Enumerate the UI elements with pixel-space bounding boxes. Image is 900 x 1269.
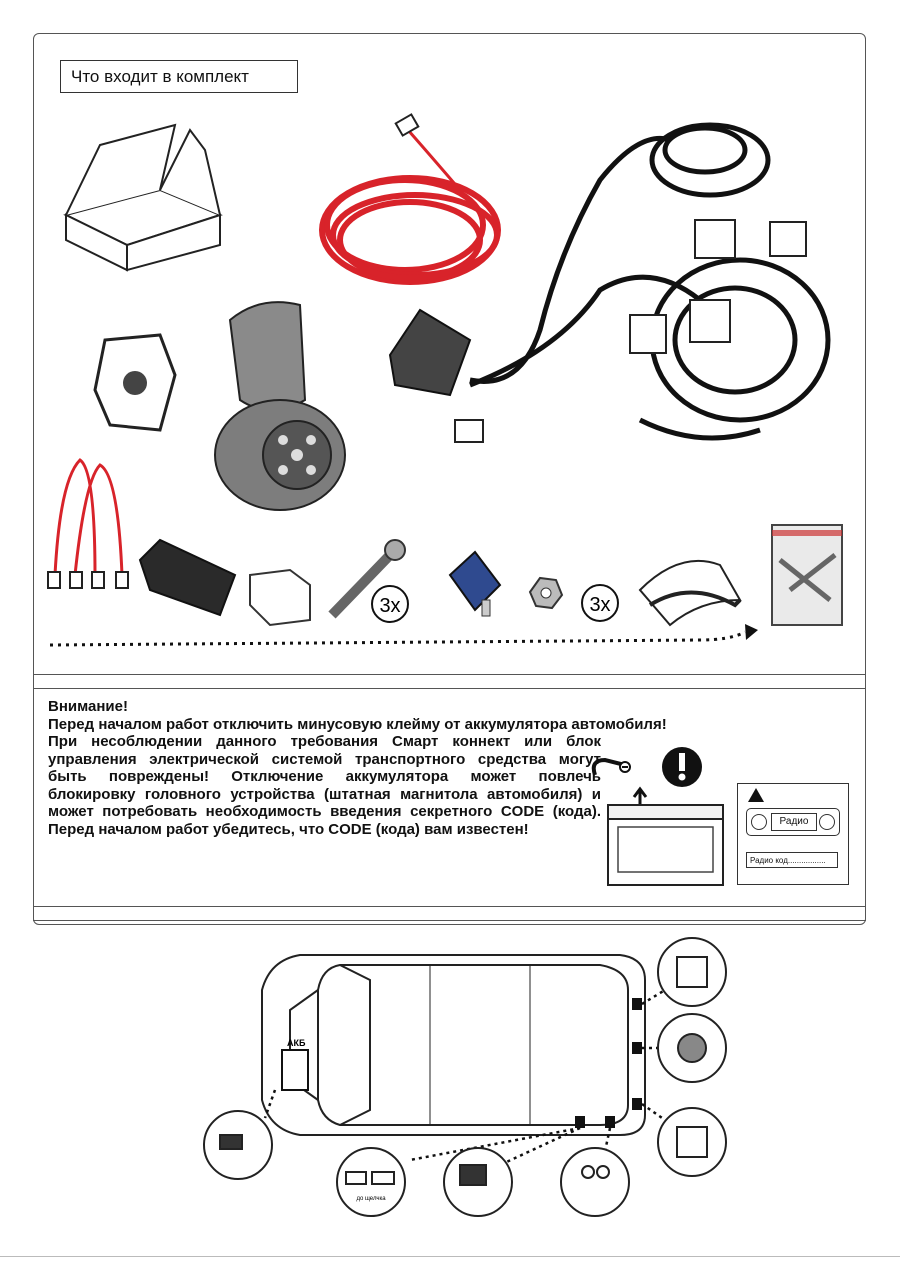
nut-count: 3x [589, 594, 610, 616]
warning-triangle-icon [748, 788, 764, 802]
page-frame [33, 33, 866, 925]
dotted-leaders [263, 988, 666, 1167]
warning-line1: Перед началом работ отключить минусовую … [48, 715, 667, 733]
divider [33, 674, 866, 675]
wiring-harness-icon [469, 122, 831, 441]
warning-title: Внимание! [48, 698, 128, 715]
screw-count: 3x [379, 595, 400, 617]
callout-ground-terminals [560, 1147, 630, 1217]
radio-knob-icon [819, 814, 835, 830]
jumper-wires-icon [53, 458, 124, 576]
section-title: Что входит в комплект [60, 60, 298, 93]
callout-module [443, 1147, 513, 1217]
parts-bag-icon [771, 524, 843, 626]
radio-code-card: Радио Радио код................. [737, 783, 849, 885]
nut-icon [528, 576, 564, 610]
callout-fuse-holder [203, 1110, 273, 1180]
count-badge [371, 585, 409, 623]
blue-fuse-icon [448, 550, 502, 617]
count-badge [581, 584, 619, 622]
callout-fuse-tap [336, 1147, 406, 1217]
divider [33, 920, 866, 921]
warning-paragraph: При несоблюдении данного требования Смар… [48, 733, 601, 838]
terminal-lugs-icon [47, 571, 129, 589]
fuse-tap-icon [249, 568, 311, 627]
radio-code-field: Радио код................. [746, 852, 838, 868]
smart-connect-module-icon [388, 308, 484, 443]
connection-points [575, 998, 642, 1128]
radio-knob-icon [751, 814, 767, 830]
vehicle-installation-diagram: АКБ до щелчка [203, 937, 727, 1217]
rubber-grommet-icon [93, 333, 177, 432]
radio-unit: Радио [746, 808, 840, 836]
callout-rear-connector-2 [657, 1107, 727, 1177]
radio-label: Радио [771, 813, 817, 831]
harness-connector-icon [689, 299, 731, 343]
adhesive-pads-icon [638, 559, 742, 627]
red-wire-coil-icon [319, 129, 501, 285]
dotted-arrow [49, 630, 746, 647]
callout-trailer-socket [657, 1013, 727, 1083]
van-outline [261, 954, 646, 1136]
callout-rear-connector [657, 937, 727, 1007]
screw-icon [328, 539, 406, 619]
harness-connector-icon [629, 314, 667, 354]
arrow-head-icon [745, 624, 758, 640]
fuse-tap-label: до щелчка [356, 1196, 386, 1202]
harness-connector-icon [694, 219, 736, 259]
kit-contents-illustration: 3x 3x [47, 113, 843, 647]
harness-connector-icon [769, 221, 807, 257]
ring-terminal-icon [394, 113, 420, 137]
footer-line [0, 1256, 900, 1257]
fuse-holder-icon [138, 538, 237, 617]
battery-label: АКБ [287, 1038, 306, 1048]
box-icon [63, 123, 223, 272]
divider [33, 906, 866, 907]
battery-disconnect-illustration [591, 747, 724, 886]
warning-block: Внимание! Перед началом работ отключить … [48, 698, 768, 838]
trailer-socket-icon [214, 301, 346, 511]
fuse-box-icon [281, 1049, 309, 1091]
divider [33, 688, 866, 689]
